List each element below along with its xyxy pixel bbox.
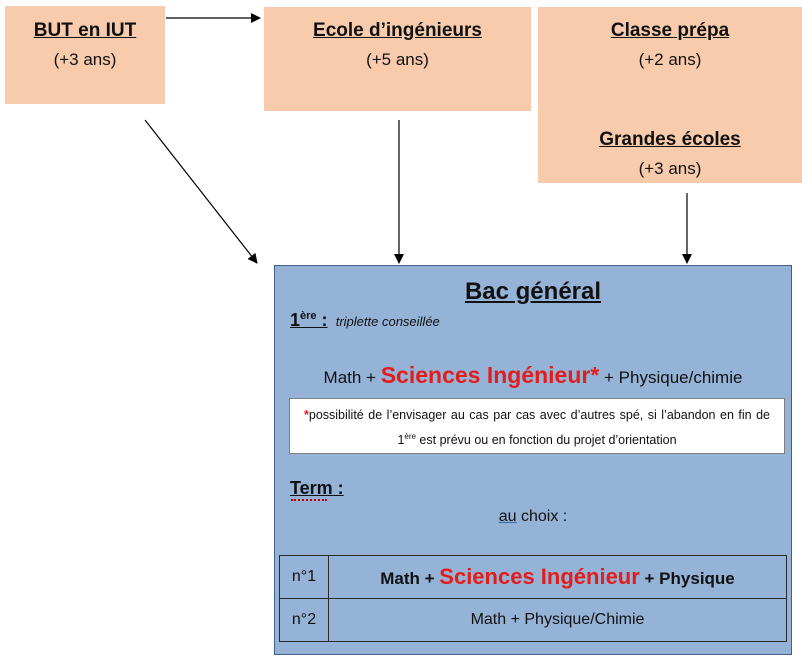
premiere-label: 1ère : bbox=[290, 310, 328, 330]
terminale-heading: Term : bbox=[290, 478, 344, 498]
grandes-ecoles-section: Grandes écoles (+3 ans) bbox=[538, 129, 802, 179]
option-number: n°1 bbox=[279, 555, 329, 599]
option-row-1: n°1 Math + Sciences Ingénieur + Physique bbox=[279, 555, 787, 599]
option-row-2: n°2 Math + Physique/Chimie bbox=[279, 598, 787, 642]
ecole-ingenieurs-duration: (+5 ans) bbox=[366, 50, 429, 69]
au-choix-label: au choix : bbox=[498, 508, 568, 525]
but-iut-title: BUT en IUT bbox=[33, 20, 137, 41]
premiere-combination: Math + Sciences Ingénieur* + Physique/ch… bbox=[323, 362, 743, 388]
grandes-ecoles-duration: (+3 ans) bbox=[638, 159, 702, 178]
classe-prepa-duration: (+2 ans) bbox=[638, 50, 702, 69]
option-number: n°2 bbox=[279, 598, 329, 642]
options-table: n°1 Math + Sciences Ingénieur + Physique… bbox=[279, 555, 787, 642]
classe-prepa-box: Classe prépa (+2 ans) Grandes écoles (+3… bbox=[538, 7, 802, 183]
sciences-ingenieur-highlight: Sciences Ingénieur* bbox=[380, 362, 600, 388]
ecole-ingenieurs-box: Ecole d’ingénieurs (+5 ans) bbox=[264, 7, 531, 111]
option-combination: Math + Physique/Chimie bbox=[328, 598, 787, 642]
spellcheck-underline bbox=[291, 499, 327, 501]
but-iut-box: BUT en IUT (+3 ans) bbox=[5, 6, 165, 104]
grandes-ecoles-title: Grandes écoles bbox=[599, 129, 741, 150]
bac-general-title: Bac général bbox=[464, 278, 602, 305]
footnote-box: *possibilité de l’envisager au cas par c… bbox=[289, 398, 785, 454]
option-combination: Math + Sciences Ingénieur + Physique bbox=[328, 555, 787, 599]
premiere-note: triplette conseillée bbox=[335, 314, 440, 329]
bac-general-box: Bac général 1ère : triplette conseillée … bbox=[274, 265, 792, 655]
classe-prepa-title: Classe prépa bbox=[610, 20, 730, 41]
but-iut-duration: (+3 ans) bbox=[53, 50, 117, 69]
ecole-ingenieurs-title: Ecole d’ingénieurs bbox=[313, 20, 482, 41]
premiere-heading: 1ère : triplette conseillée bbox=[290, 310, 440, 331]
arrow-bac-to-iut bbox=[144, 119, 258, 264]
